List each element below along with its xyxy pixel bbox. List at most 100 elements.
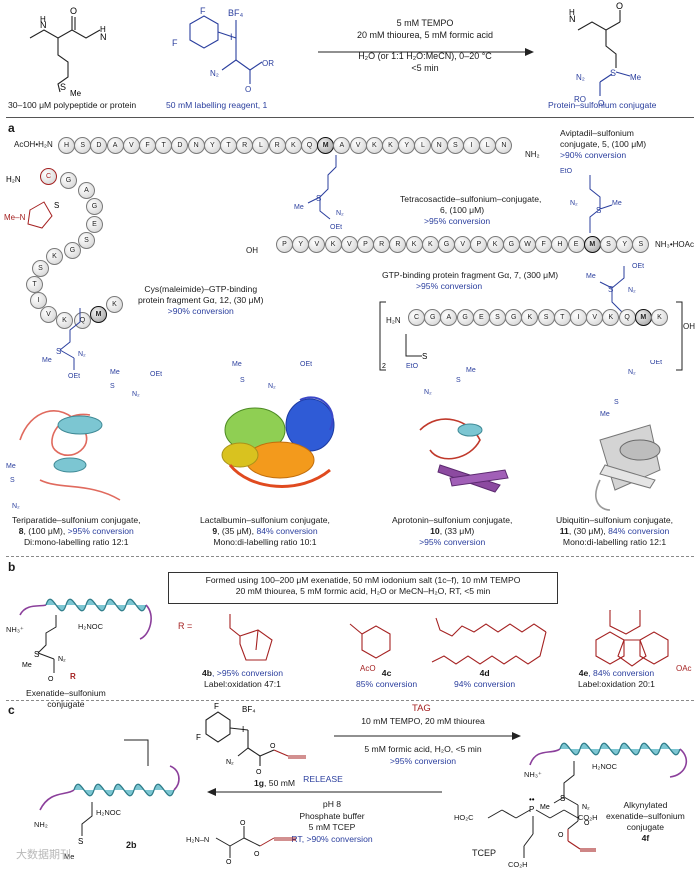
4f-line2: exenatide–sulfonium — [606, 811, 685, 821]
aviptadil-residue: R — [236, 137, 254, 154]
aviptadil-residue: L — [252, 137, 270, 154]
panel-c-letter: c — [8, 703, 15, 717]
cys-residue: G — [60, 172, 77, 189]
svg-text:S: S — [54, 201, 59, 210]
lactalbumin-num: 9 — [212, 526, 218, 536]
svg-text:N₂: N₂ — [582, 804, 590, 811]
tetracosactide-residue: K — [324, 236, 342, 253]
aviptadil-residue: T — [220, 137, 237, 154]
svg-text:H: H — [100, 25, 106, 34]
svg-text:O: O — [245, 85, 251, 94]
svg-text:OR: OR — [262, 59, 274, 68]
svg-text:O: O — [226, 859, 232, 864]
tag-conv: >95% conversion — [389, 756, 457, 766]
maleimide-ring: Me–N S H₂N — [4, 175, 59, 229]
svg-text:F: F — [214, 702, 219, 711]
svg-text:OEt: OEt — [68, 373, 80, 378]
item-4e-conv: , 84% conversion — [588, 668, 655, 678]
svg-text:EtO: EtO — [406, 363, 419, 370]
gtp-residue: K — [602, 309, 620, 326]
svg-text:O: O — [70, 6, 77, 16]
ubiquitin-label: Ubiquitin–sulfonium conjugate, 11, (30 μ… — [556, 515, 673, 548]
item-4d-id: 4d — [479, 668, 490, 678]
svg-text:S: S — [610, 68, 616, 78]
tetracosactide-conv: >95% conversion — [424, 216, 491, 226]
tetracosactide-residue: R — [373, 236, 391, 253]
svg-text:N₂: N₂ — [58, 656, 66, 663]
item-4b-conv: , >95% conversion — [212, 668, 283, 678]
svg-text:S: S — [596, 206, 601, 215]
alkynylated-4f-structure: S Me N₂ O O — [529, 742, 688, 852]
cond-solvent: H₂O (or 1:1 H₂O:MeCN), 0–20 °C — [358, 51, 492, 61]
tetracosactide-desc: 6, (100 μM) — [440, 205, 485, 215]
svg-text:N₂: N₂ — [424, 389, 432, 396]
gtp-sulfonium: OEt Me S N₂ — [586, 263, 644, 313]
release-cond4: RT, >90% conversion — [291, 833, 373, 844]
gtp-residue: A — [440, 309, 458, 326]
gtp-nterm: H₂N — [386, 316, 401, 325]
svg-text:RO: RO — [574, 95, 586, 104]
svg-text:N₂: N₂ — [226, 759, 234, 766]
svg-text:Me: Me — [22, 662, 32, 669]
tag-arrow[interactable] — [334, 730, 524, 742]
exenatide-2b-structure: S — [39, 739, 180, 846]
cys-residue: I — [30, 292, 47, 309]
svg-text:S: S — [78, 837, 83, 846]
tcep-co2h-right: CO₂H — [578, 813, 598, 822]
tetracosactide-oh: OH — [246, 246, 258, 255]
gtp-fragment-name: GTP-binding protein fragment Gα, 7, (300… — [382, 270, 559, 280]
teriparatide-conc: , (100 μM), — [23, 526, 68, 536]
tetracosactide-cterm: NH₃•HOAc — [655, 240, 694, 249]
lactalbumin-conv: 84% conversion — [256, 526, 318, 536]
aviptadil-residue: V — [122, 137, 140, 154]
aviptadil-cterm-nh2: NH₂ — [525, 150, 540, 159]
reagent-1g-id: 1g — [254, 778, 265, 788]
aviptadil-residue: K — [382, 137, 399, 154]
svg-text:O: O — [256, 769, 262, 776]
aviptadil-residue: N — [187, 137, 205, 154]
svg-text:O: O — [558, 832, 564, 839]
svg-text:N: N — [569, 14, 576, 24]
tetracosactide-residue: V — [308, 236, 326, 253]
aviptadil-residue: M — [317, 137, 335, 154]
cys-fragment-conv: >90% conversion — [167, 306, 234, 316]
aprotonin-num: 10 — [430, 526, 440, 536]
exenatide-conjugate-label: Exenatide–sulfonium conjugate — [26, 688, 106, 710]
tetracosactide-label: Tetracosactide–sulfonium–conjugate, 6, (… — [400, 194, 541, 227]
cys-fragment-name: Cys(maleimide)–GTP-binding — [144, 284, 258, 294]
svg-text:OEt: OEt — [330, 224, 342, 230]
item-4e: 4e, 84% conversion Label:oxidation 20:1 — [578, 668, 655, 690]
tetracosactide-residue: G — [502, 236, 520, 253]
tcep-ho2c: HO₂C — [454, 813, 474, 822]
release-arrow[interactable] — [206, 786, 446, 798]
4e-aco: AcO — [360, 664, 376, 673]
svg-text:S: S — [34, 650, 39, 659]
tetracosactide-residue: R — [389, 236, 407, 253]
cond-thiourea: 20 mM thiourea, 5 mM formic acid — [356, 29, 494, 40]
cys-residue: K — [56, 312, 73, 329]
4f-nh3: NH₃⁺ — [524, 770, 542, 779]
gtp-residue: C — [408, 309, 425, 326]
tetracosactide-residue: W — [519, 236, 536, 253]
item-4c: 4c 85% conversion — [356, 668, 417, 690]
teriparatide-name: Teriparatide–sulfonium conjugate, — [12, 515, 141, 525]
svg-text:••: •• — [529, 795, 535, 804]
reagent-1g-structure: F F BF₄ I N₂ O O — [196, 702, 306, 776]
svg-text:S: S — [608, 285, 613, 294]
cys-residue: C — [40, 168, 57, 185]
svg-text:P: P — [529, 805, 534, 814]
tetracosactide-residue: H — [551, 236, 569, 253]
svg-text:OEt: OEt — [300, 361, 312, 368]
aviptadil-residue: T — [155, 137, 173, 154]
tetracosactide-residue: M — [583, 236, 601, 253]
2b-nh2: NH₂ — [34, 820, 48, 829]
item-4d: 4d 94% conversion — [454, 668, 515, 690]
gtp-fragment-conv: >95% conversion — [416, 281, 483, 291]
panel-b-conditions-box: Formed using 100–200 μM exenatide, 50 mM… — [168, 572, 558, 604]
svg-text:Me: Me — [6, 463, 16, 470]
tag-cond1: 10 mM TEMPO, 20 mM thiourea — [361, 716, 485, 726]
4f-label: Alkynylated exenatide–sulfonium conjugat… — [606, 800, 685, 844]
